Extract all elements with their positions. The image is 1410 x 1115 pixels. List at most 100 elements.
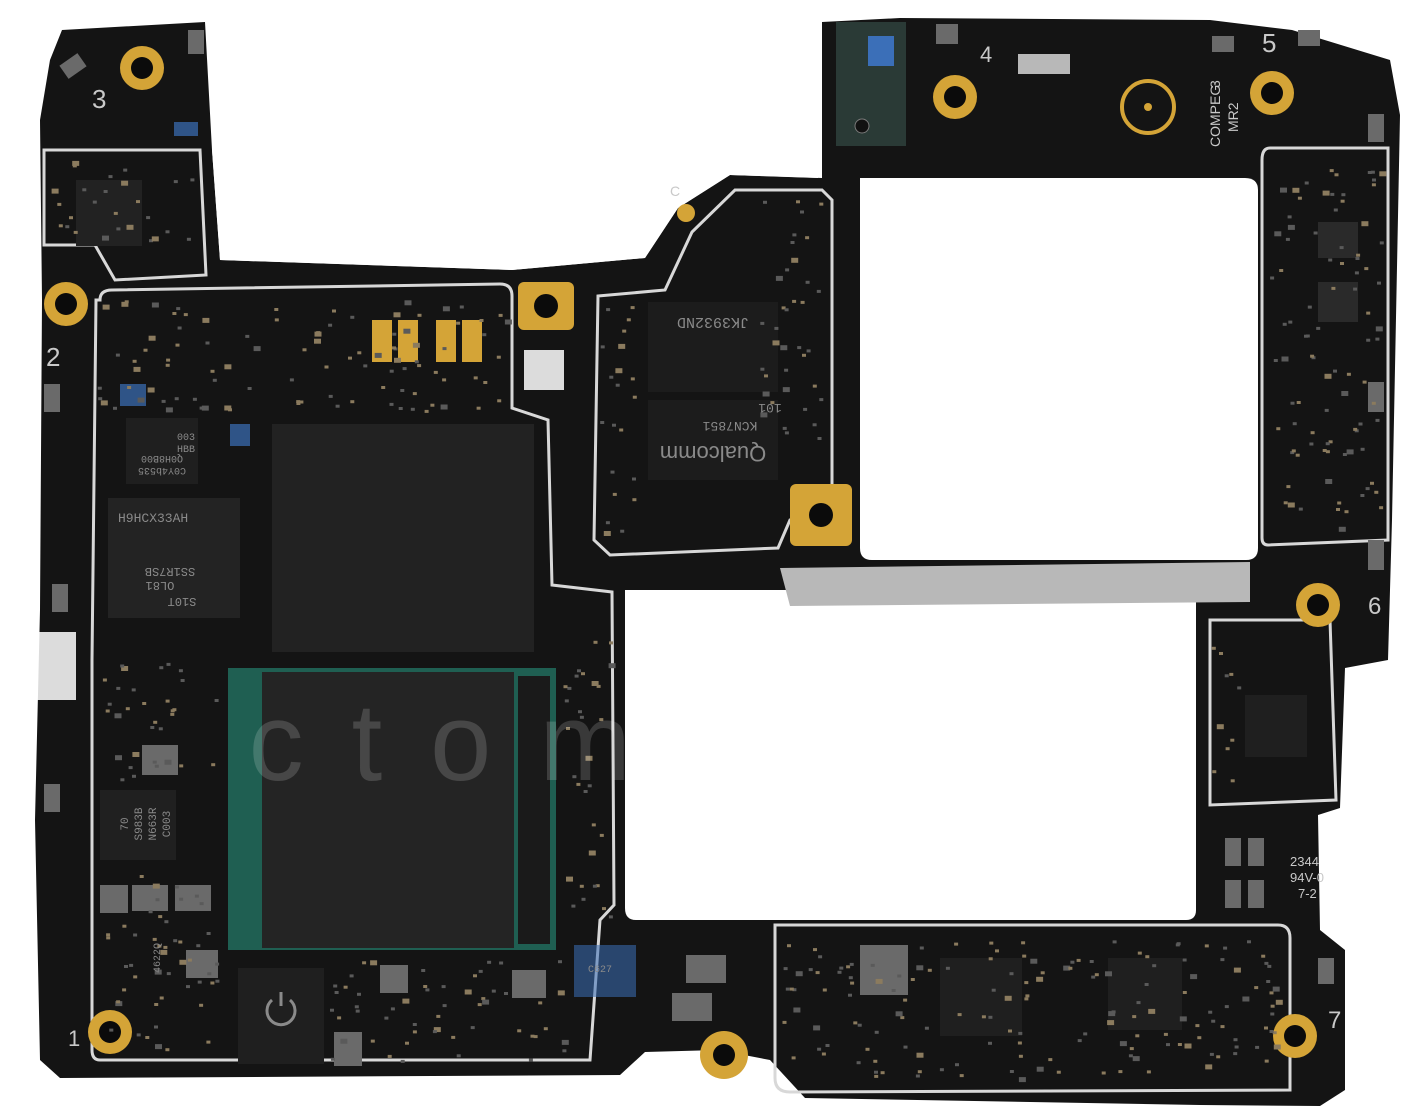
passive-pad (1024, 997, 1029, 1001)
passive-pad (1216, 1055, 1221, 1059)
board-code: 2344 94V-0 7-2 (1290, 854, 1324, 901)
passive-pad (151, 236, 159, 242)
pcb-left-top-gap (212, 20, 822, 270)
passive-pad (781, 306, 786, 310)
passive-pad (1267, 964, 1272, 968)
passive-pad (1379, 506, 1384, 510)
rf-chip-text: C627 (588, 965, 612, 976)
passive-pad (1229, 672, 1234, 676)
passive-pad (572, 775, 577, 779)
passive-pad (1324, 408, 1329, 412)
passive-pad (340, 1038, 348, 1044)
passive-pad (1233, 1038, 1238, 1042)
passive-pad (194, 894, 199, 898)
passive-pad (128, 766, 133, 770)
passive-pad (1212, 770, 1217, 774)
passive-pad (1184, 1043, 1192, 1049)
hole-label-5: 5 (1262, 28, 1276, 58)
passive-pad (577, 669, 581, 673)
passive-pad (482, 999, 490, 1005)
passive-pad (163, 945, 168, 949)
passive-pad (499, 961, 504, 965)
passive-pad (1230, 779, 1235, 783)
passive-pad (120, 778, 125, 782)
pmic-text-3: 70 (120, 817, 132, 830)
passive-pad (988, 1041, 992, 1045)
passive-pad (1118, 1070, 1123, 1074)
memory-sub-2: SS1R7SB (145, 564, 195, 578)
passive-pad (760, 321, 765, 325)
passive-pad (65, 225, 70, 229)
passive-pad (1209, 1052, 1214, 1056)
passive-pad (410, 407, 415, 411)
passive-pad (152, 883, 160, 889)
passive-pad (775, 275, 783, 281)
hole-label-3: 3 (92, 84, 106, 114)
passive-pad (846, 965, 851, 969)
passive-pad (1370, 481, 1374, 485)
passive-pad (1379, 241, 1384, 245)
passive-pad (389, 369, 394, 373)
passive-pad (803, 407, 808, 411)
passive-pad (154, 1003, 159, 1006)
passive-pad (1024, 981, 1029, 985)
passive-pad (299, 400, 304, 404)
passive-pad (330, 1057, 335, 1061)
passive-pad (483, 381, 488, 384)
passive-pad (762, 391, 770, 397)
passive-pad (1292, 422, 1297, 426)
qr-code-center (524, 350, 564, 390)
passive-pad (1132, 1056, 1140, 1062)
passive-pad (1288, 320, 1293, 324)
passive-pad (819, 398, 824, 402)
passive-pad (103, 190, 108, 193)
top-left-chip (76, 180, 142, 246)
passive-pad (133, 366, 141, 372)
passive-pad (253, 346, 261, 352)
mounting-holes (44, 46, 1340, 1079)
passive-pad (1230, 738, 1235, 742)
passive-pad (161, 399, 166, 403)
passive-pad (73, 230, 78, 234)
passive-pad (343, 985, 348, 989)
compeg-rev: 3 (1207, 80, 1223, 88)
board-code-3: 7-2 (1298, 886, 1317, 901)
passive-pad (1135, 1034, 1140, 1038)
passive-pad (1056, 1070, 1061, 1074)
passive-pad (1338, 526, 1346, 532)
passive-pad (192, 397, 197, 401)
passive-pad (504, 319, 512, 325)
passive-pad (780, 345, 788, 351)
passive-pad (1366, 338, 1371, 342)
passive-pad (106, 933, 111, 937)
board-code-2: 94V-0 (1290, 870, 1324, 885)
passive-pad (152, 760, 157, 764)
passive-pad (173, 180, 178, 184)
small-chip-text-1: 003 (177, 433, 195, 444)
passive-pad (178, 940, 183, 944)
passive-pad (571, 904, 576, 908)
passive-pad (817, 437, 822, 440)
passive-pad (211, 763, 216, 767)
passive-pad (1275, 999, 1283, 1005)
mounting-hole-3 (120, 46, 164, 90)
passive-pad (289, 378, 294, 382)
passive-pad (772, 340, 780, 346)
passive-pad (891, 989, 896, 992)
passive-pad (473, 376, 478, 380)
passive-pad (357, 351, 362, 355)
passive-pad (622, 329, 627, 333)
passive-pad (201, 405, 209, 411)
passive-pad (1280, 187, 1287, 193)
passive-pad (610, 470, 615, 474)
passive-pad (481, 997, 486, 1001)
passive-pad (1290, 401, 1295, 405)
passive-pad (1017, 1041, 1022, 1045)
passive-pad (478, 969, 483, 973)
passive-pad (165, 230, 170, 234)
passive-pad (196, 944, 201, 948)
passive-pad (392, 346, 396, 350)
passive-pad (528, 1058, 533, 1062)
passive-pad (136, 1033, 141, 1037)
passive-pad (1367, 171, 1372, 174)
